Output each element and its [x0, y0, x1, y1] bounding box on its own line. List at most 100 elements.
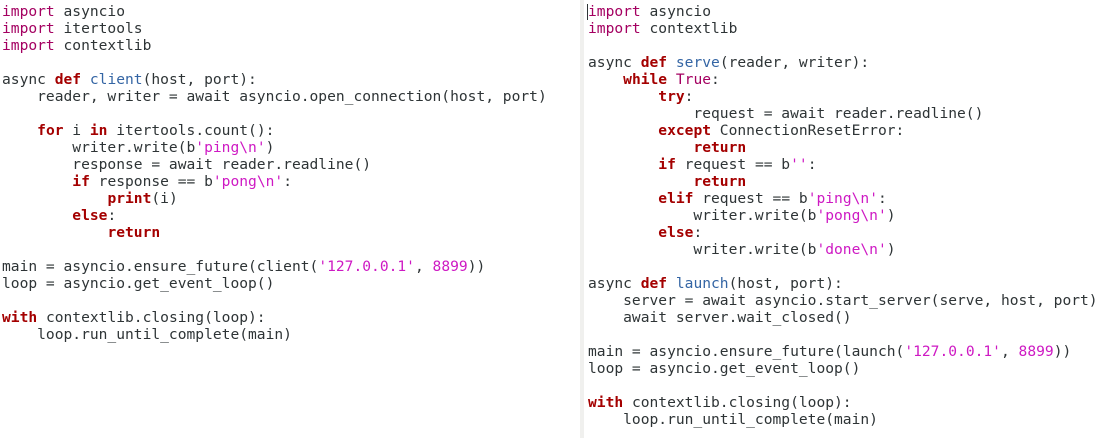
code-token-kwb: def	[640, 54, 668, 71]
code-token: i	[63, 122, 90, 139]
code-line: ​	[588, 258, 1098, 275]
code-token: writer.write(b	[588, 241, 817, 258]
code-line: except ConnectionResetError:	[588, 122, 1098, 139]
code-line: response = await reader.readline()	[2, 156, 547, 173]
code-token-kwb: elif	[658, 190, 694, 207]
code-token: main = asyncio.ensure_future(launch(	[588, 343, 905, 360]
code-token-str: '	[274, 173, 284, 190]
code-token: ))	[1053, 343, 1072, 360]
code-token: response == b	[89, 173, 213, 190]
code-token-esc: \n	[256, 173, 275, 190]
code-line: else:	[2, 207, 547, 224]
code-token	[2, 122, 37, 139]
code-token-kwb: else	[658, 224, 694, 241]
code-token: )	[886, 207, 896, 224]
code-token-kw: import	[588, 3, 641, 20]
code-token	[588, 224, 658, 241]
code-token: main = asyncio.ensure_future(client(	[2, 258, 319, 275]
code-token: (reader, writer):	[719, 54, 870, 71]
code-token: :	[283, 173, 292, 190]
code-token: contextlib	[54, 37, 152, 54]
code-token-kw: import	[588, 20, 641, 37]
code-token: itertools	[54, 20, 143, 37]
code-token: (host, port):	[728, 275, 843, 292]
code-line: writer.write(b'pong\n')	[588, 207, 1098, 224]
code-line: async def serve(reader, writer):	[588, 54, 1098, 71]
code-token-str: ''	[790, 156, 808, 173]
code-token: :	[107, 207, 117, 224]
code-token: asyncio	[54, 3, 126, 20]
code-line: elif request == b'ping\n':	[588, 190, 1098, 207]
code-token-kwb: except	[658, 122, 712, 139]
code-line: else:	[588, 224, 1098, 241]
code-line: request = await reader.readline()	[588, 105, 1098, 122]
code-token	[2, 173, 72, 190]
code-token	[588, 71, 623, 88]
code-line: ​	[588, 326, 1098, 343]
code-token: :	[684, 88, 694, 105]
code-line: ​	[2, 292, 547, 309]
code-line: writer.write(b'done\n')	[588, 241, 1098, 258]
code-line: server = await asyncio.start_server(serv…	[588, 292, 1098, 309]
code-token: async	[2, 71, 55, 88]
code-token	[667, 54, 676, 71]
code-token	[2, 224, 107, 241]
code-line: import itertools	[2, 20, 547, 37]
code-token-kwb: for	[37, 122, 64, 139]
code-line: await server.wait_closed()	[588, 309, 1098, 326]
text-cursor	[587, 4, 588, 20]
code-line: return	[588, 173, 1098, 190]
code-token: (i)	[151, 190, 178, 207]
code-token-kw: import	[2, 20, 55, 37]
code-line: try:	[588, 88, 1098, 105]
code-token: request == b	[675, 156, 791, 173]
code-token	[588, 88, 658, 105]
code-token: :	[878, 190, 887, 207]
code-token-str: 'pong	[212, 173, 257, 190]
code-token-str: '	[877, 207, 887, 224]
code-line: if request == b'':	[588, 156, 1098, 173]
code-token-kwb: return	[107, 224, 161, 241]
code-line: ​	[588, 377, 1098, 394]
code-token: loop = asyncio.get_event_loop()	[588, 360, 861, 377]
code-token-kw: True	[675, 71, 712, 88]
code-token	[588, 122, 658, 139]
code-line: async def launch(host, port):	[588, 275, 1098, 292]
code-line: loop = asyncio.get_event_loop()	[2, 275, 547, 292]
code-token: ConnectionResetError:	[711, 122, 905, 139]
code-token	[81, 71, 90, 88]
code-token-kwb: return	[693, 173, 747, 190]
code-token: response = await reader.readline()	[2, 156, 372, 173]
code-token: )	[265, 139, 275, 156]
code-token-kwb: return	[693, 139, 747, 156]
code-token: writer.write(b	[2, 139, 196, 156]
code-token	[667, 71, 676, 88]
code-token	[2, 190, 107, 207]
code-token-num: 8899	[1018, 343, 1054, 360]
code-token: :	[711, 71, 720, 88]
code-line: ​	[2, 105, 547, 122]
code-token: writer.write(b	[588, 207, 817, 224]
code-token: loop.run_until_complete(main)	[588, 411, 878, 428]
code-token-str: '	[869, 190, 878, 207]
code-token: ,	[414, 258, 433, 275]
code-token: reader, writer = await asyncio.open_conn…	[2, 88, 547, 105]
code-line: import asyncio	[588, 3, 1098, 20]
code-token-kwb: try	[658, 88, 685, 105]
code-line: reader, writer = await asyncio.open_conn…	[2, 88, 547, 105]
code-token-kw: import	[2, 3, 55, 20]
code-token	[588, 139, 693, 156]
code-line: for i in itertools.count():	[2, 122, 547, 139]
pane-divider[interactable]	[580, 0, 584, 438]
code-token-str: 'ping	[195, 139, 240, 156]
code-token: server = await asyncio.start_server(serv…	[588, 292, 1098, 309]
code-token: contextlib.closing(loop):	[37, 309, 266, 326]
code-token-str: '127.0.0.1'	[904, 343, 1001, 360]
code-line: ​	[588, 37, 1098, 54]
code-line: loop.run_until_complete(main)	[2, 326, 547, 343]
code-token	[588, 190, 658, 207]
